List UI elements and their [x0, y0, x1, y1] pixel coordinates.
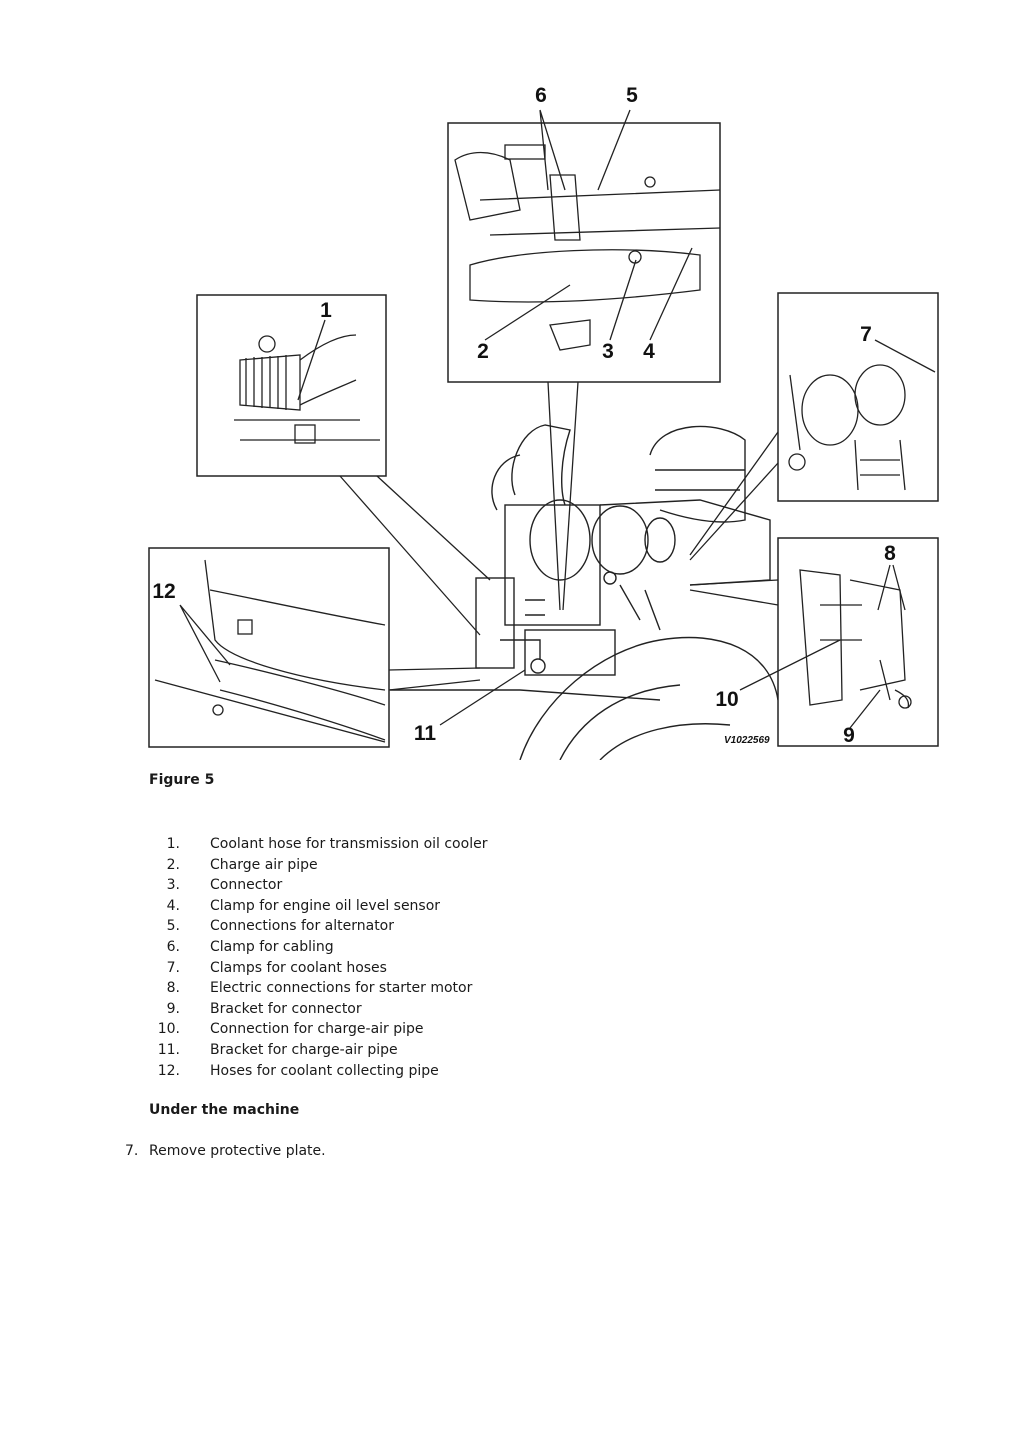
figure-image-id: V1022569 — [724, 735, 770, 746]
legend-item: 6.Clamp for cabling — [166, 938, 334, 955]
legend-item: 10.Connection for charge-air pipe — [157, 1021, 424, 1038]
legend-item: 9.Bracket for connector — [166, 1000, 362, 1017]
callout-7: 7 — [860, 323, 872, 346]
leader-lines — [339, 381, 779, 726]
engine-figure: 1 2 3 4 5 6 7 8 9 10 11 12 V1022569 — [148, 84, 939, 760]
callout-8: 8 — [884, 542, 896, 565]
callout-5: 5 — [626, 84, 638, 107]
inset-coolant-hose — [196, 294, 387, 477]
callout-9: 9 — [843, 724, 855, 747]
legend-item: 4.Clamp for engine oil level sensor — [166, 897, 441, 914]
legend-item: 12.Hoses for coolant collecting pipe — [157, 1062, 439, 1079]
figure-caption: Figure 5 — [149, 772, 215, 788]
callout-3: 3 — [602, 340, 614, 363]
inset-coolant-clamps — [777, 292, 939, 502]
inset-starter-connections — [739, 537, 939, 747]
inset-coolant-collecting-pipe — [148, 547, 390, 748]
legend-item: 1.Coolant hose for transmission oil cool… — [166, 836, 488, 852]
callout-2: 2 — [477, 340, 489, 363]
legend-item: 8.Electric connections for starter motor — [166, 980, 473, 997]
legend-item: 3.Connector — [166, 877, 283, 894]
section-heading: Under the machine — [149, 1102, 300, 1118]
callout-4: 4 — [643, 340, 655, 363]
inset-charge-air-pipe — [447, 109, 721, 383]
legend-item: 5.Connections for alternator — [166, 918, 395, 935]
callout-11: 11 — [414, 722, 437, 745]
legend-item: 2.Charge air pipe — [166, 856, 318, 873]
procedure-step: 7. Remove protective plate. — [125, 1143, 326, 1159]
callout-1: 1 — [320, 299, 332, 322]
step-number: 7. — [125, 1143, 139, 1159]
figure-legend: 1.Coolant hose for transmission oil cool… — [150, 834, 488, 1081]
callout-12: 12 — [152, 580, 175, 603]
callout-6: 6 — [535, 84, 547, 107]
callout-10: 10 — [715, 688, 738, 711]
legend-item: 7.Clamps for coolant hoses — [166, 959, 387, 976]
step-text: Remove protective plate. — [149, 1143, 326, 1159]
legend-item: 11.Bracket for charge-air pipe — [157, 1041, 398, 1058]
